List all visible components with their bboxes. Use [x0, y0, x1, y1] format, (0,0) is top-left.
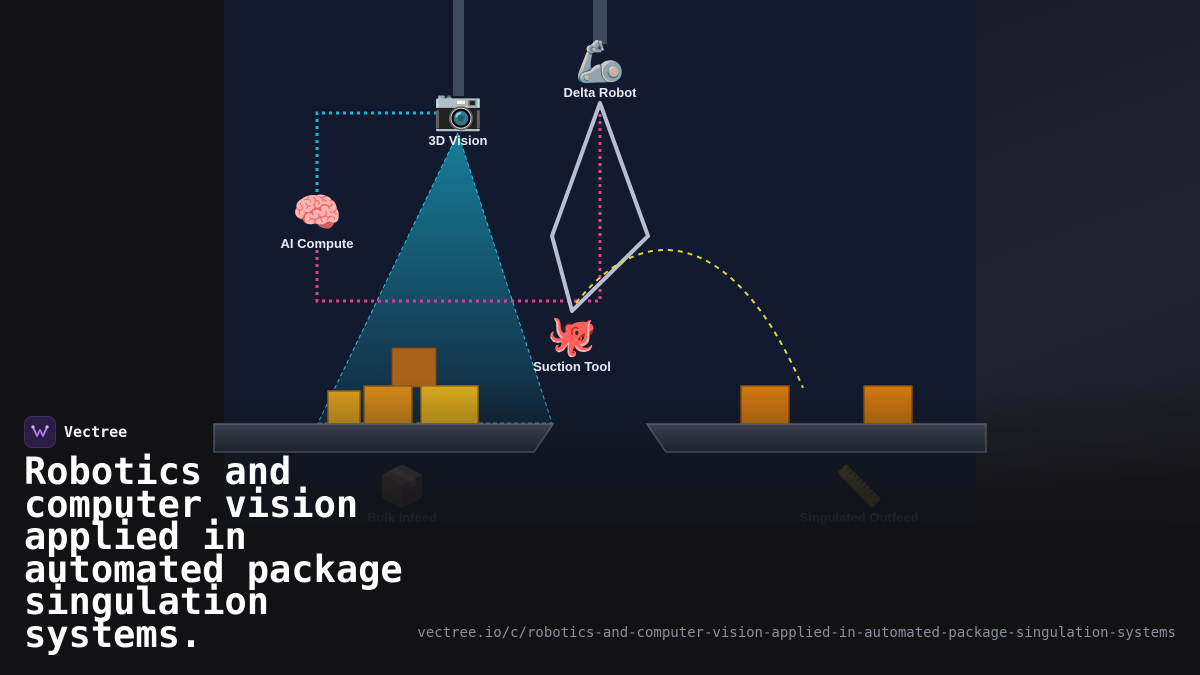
suction-tool-node: 🐙 Suction Tool: [533, 314, 611, 374]
octopus-icon: 🐙: [547, 314, 597, 358]
vectree-logo-icon: [24, 416, 56, 448]
robot-mount-pole: [593, 0, 607, 44]
package: [327, 390, 361, 425]
camera-mount-pole: [453, 0, 464, 96]
outfeed-conveyor: [645, 423, 987, 453]
camera-icon: 📷: [433, 88, 483, 132]
robotic-arm-icon: 🦾: [575, 40, 625, 84]
package: [740, 385, 790, 425]
vision-data-link: [315, 111, 437, 195]
pick-trajectory: [575, 249, 804, 389]
page-url[interactable]: vectree.io/c/robotics-and-computer-visio…: [417, 625, 1176, 641]
vision-label: 3D Vision: [428, 133, 488, 148]
package: [420, 385, 479, 425]
vision-cone: [317, 131, 553, 424]
infeed-conveyor: [213, 423, 555, 453]
brain-icon: 🧠: [292, 191, 342, 235]
delta-robot-arm: [550, 101, 650, 313]
ruler-icon: 📏: [834, 465, 884, 509]
singulated-outfeed-label: Singulated Outfeed: [799, 510, 919, 525]
delta-robot-label: Delta Robot: [563, 85, 637, 100]
package: [391, 347, 437, 388]
delta-robot-node: 🦾 Delta Robot: [564, 40, 637, 100]
ai-compute-label: AI Compute: [280, 236, 354, 251]
page-title: Robotics and computer vision applied in …: [24, 450, 403, 656]
brand-name: Vectree: [64, 423, 128, 441]
vision-node: 📷 3D Vision: [428, 88, 487, 148]
singulated-outfeed-node: 📏 Singulated Outfeed: [799, 465, 918, 525]
package: [363, 385, 413, 425]
ai-compute-node: 🧠 AI Compute: [281, 191, 354, 251]
brand: Vectree: [24, 415, 127, 449]
suction-tool-label: Suction Tool: [533, 359, 611, 374]
package: [863, 385, 913, 425]
